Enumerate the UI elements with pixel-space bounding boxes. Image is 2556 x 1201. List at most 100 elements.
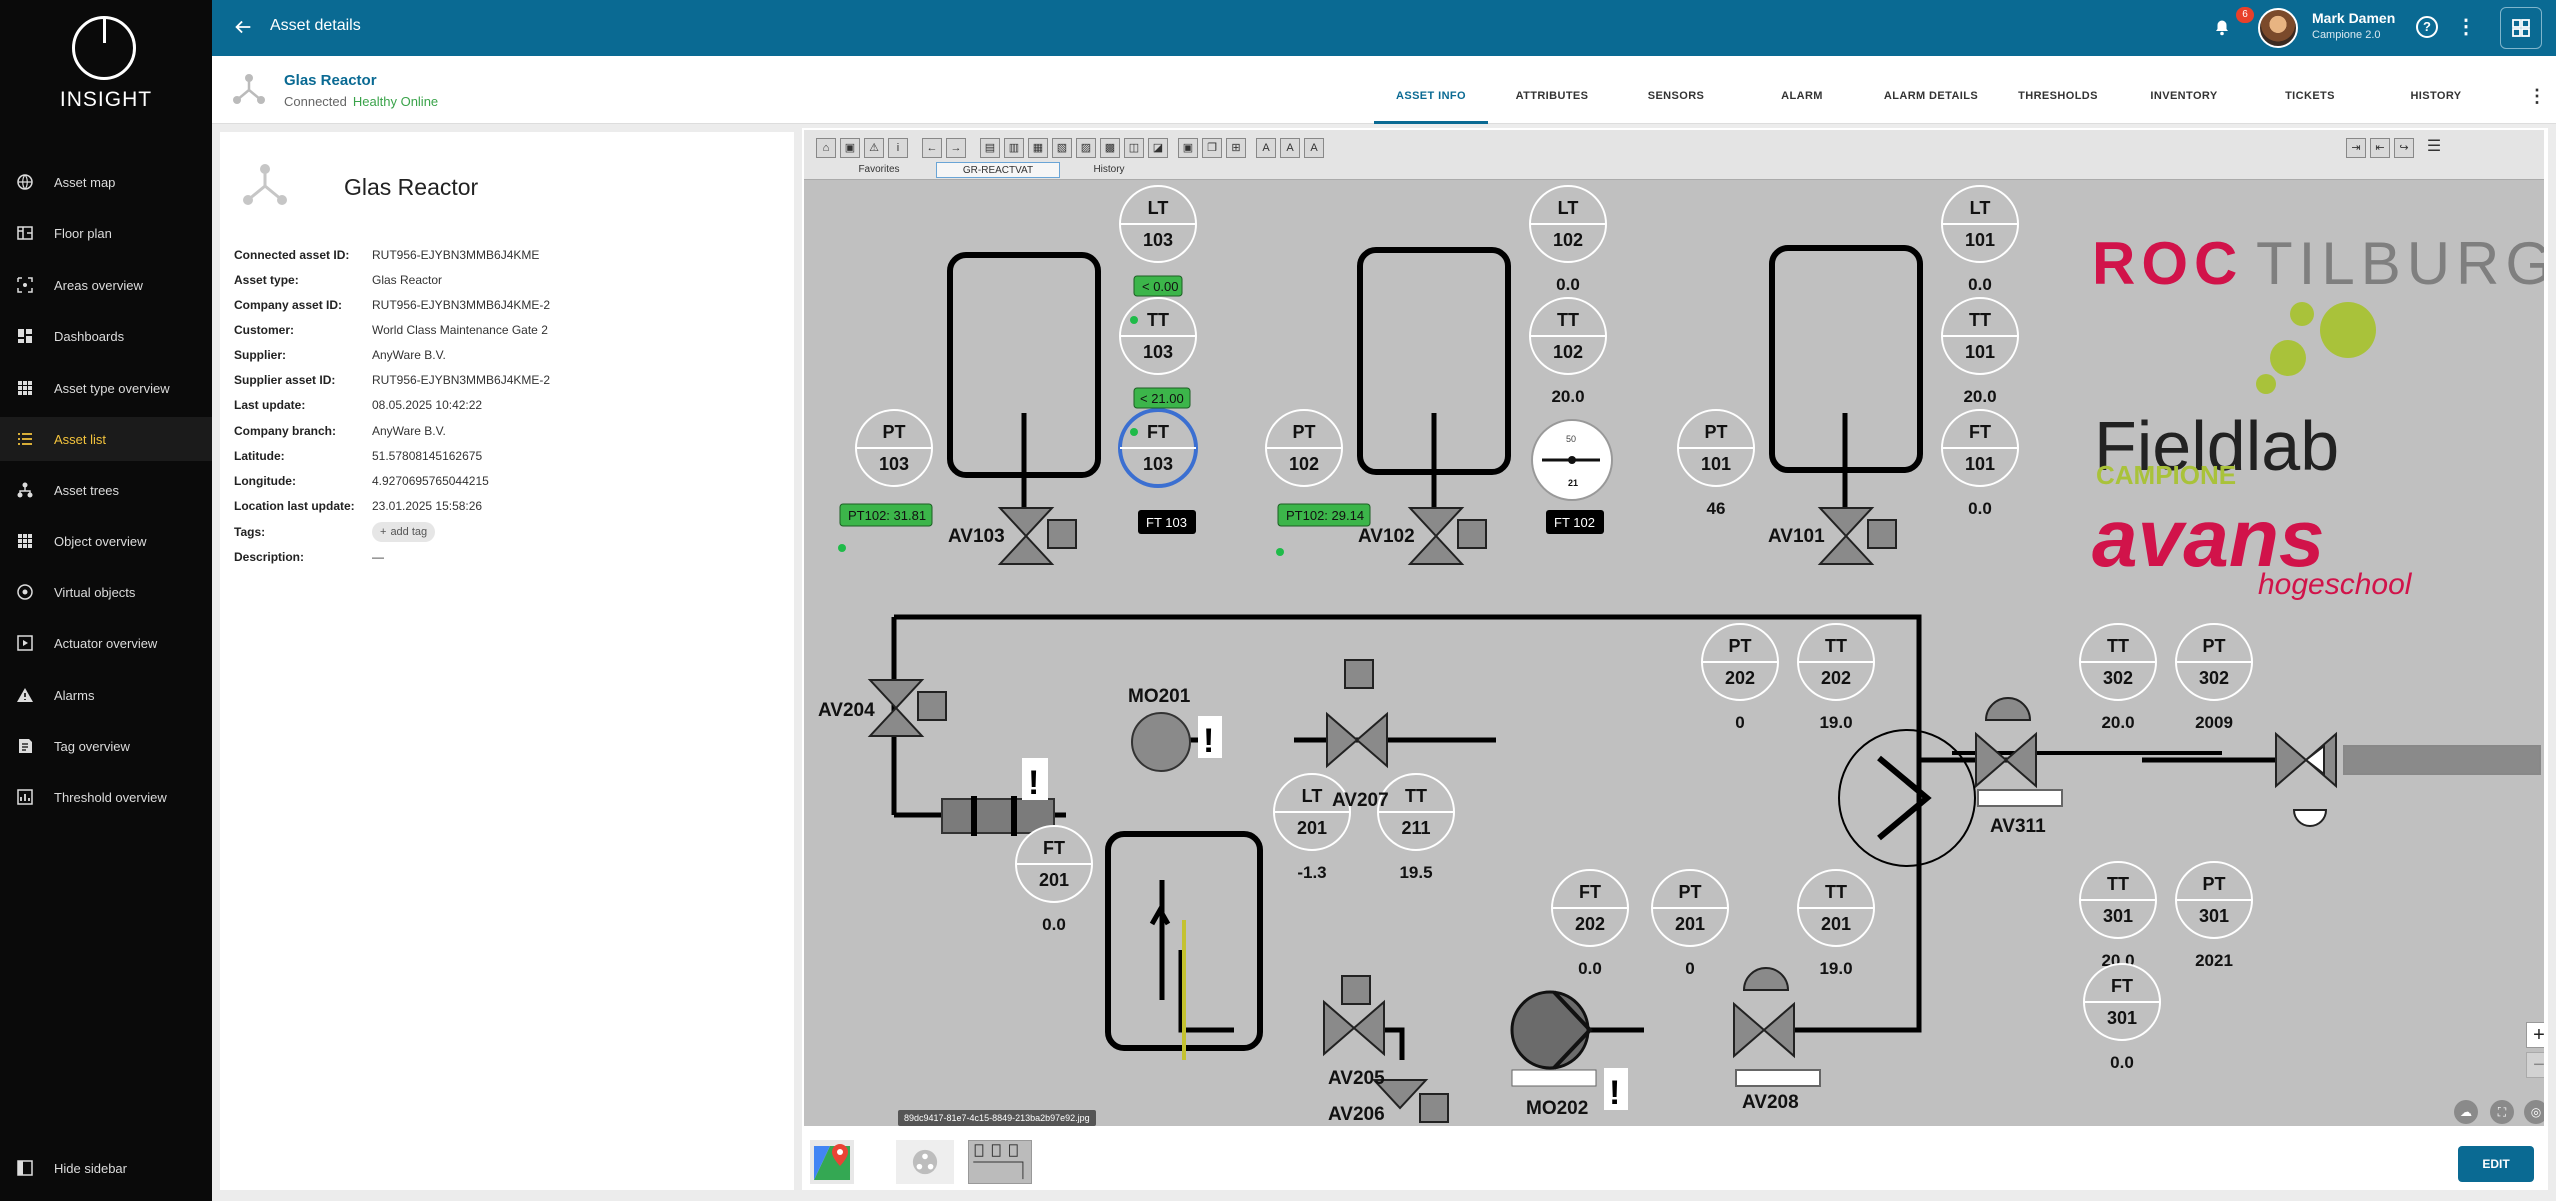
fullscreen-icon[interactable]: ⛶ (2490, 1100, 2514, 1124)
sidebar-item-asset-map[interactable]: Asset map (0, 160, 212, 204)
sidebar-item-asset-type-overview[interactable]: Asset type overview (0, 366, 212, 410)
edit-button[interactable]: EDIT (2458, 1146, 2534, 1182)
text-icon[interactable]: A (1280, 138, 1300, 158)
placeholder-thumbnail[interactable] (896, 1140, 954, 1184)
help-icon[interactable]: ? (2416, 16, 2438, 38)
tab-tickets[interactable]: TICKETS (2285, 90, 2335, 102)
page-icon[interactable]: ◫ (1124, 138, 1144, 158)
image-icon[interactable]: ▣ (840, 138, 860, 158)
app-logo[interactable]: INSIGHT (0, 14, 212, 114)
asset-name-link[interactable]: Glas Reactor (284, 72, 377, 89)
text-icon[interactable]: A (1304, 138, 1324, 158)
subtab-gr-reactvat[interactable]: GR-REACTVAT (936, 162, 1060, 178)
home-icon[interactable]: ⌂ (816, 138, 836, 158)
diagram-thumbnail[interactable] (968, 1140, 1032, 1184)
export-icon[interactable]: ⇥ (2346, 138, 2366, 158)
back-arrow-icon[interactable] (232, 16, 256, 40)
more-vert-icon[interactable]: ⋮ (2528, 86, 2546, 106)
arrow-right-icon[interactable]: → (946, 138, 966, 158)
hide-sidebar-button[interactable]: Hide sidebar (0, 1146, 212, 1190)
svg-text:hogeschool: hogeschool (2258, 568, 2413, 601)
sidebar-item-object-overview[interactable]: Object overview (0, 519, 212, 563)
sidebar-item-areas-overview[interactable]: Areas overview (0, 263, 212, 307)
locate-icon[interactable]: ◎ (2524, 1100, 2544, 1124)
subtab-history[interactable]: History (1093, 164, 1125, 175)
sidebar-item-dashboards[interactable]: Dashboards (0, 314, 212, 358)
instrument-number: 101 (1701, 454, 1731, 474)
zoom-in-button[interactable]: + (2526, 1022, 2544, 1048)
text-icon[interactable]: A (1256, 138, 1276, 158)
flow-tag (1138, 510, 1196, 534)
page-icon[interactable]: ▥ (1004, 138, 1024, 158)
copy-icon[interactable]: ❐ (1202, 138, 1222, 158)
instrument-value: 2021 (2195, 951, 2233, 970)
tab-asset-info[interactable]: ASSET INFO (1374, 76, 1488, 124)
page-icon[interactable]: ▤ (980, 138, 1000, 158)
apps-grid-button[interactable] (2500, 7, 2542, 49)
arrow-left-icon[interactable]: ← (922, 138, 942, 158)
sidebar-item-asset-list[interactable]: Asset list (0, 417, 212, 461)
sidebar-item-asset-trees[interactable]: Asset trees (0, 468, 212, 512)
grid-icon[interactable]: ⊞ (1226, 138, 1246, 158)
image-icon[interactable]: ▣ (1178, 138, 1198, 158)
add-tag-button[interactable]: +add tag (372, 522, 436, 542)
avatar[interactable] (2258, 8, 2298, 48)
tab-alarm-details[interactable]: ALARM DETAILS (1883, 90, 1979, 102)
page-icon[interactable]: ▧ (1052, 138, 1072, 158)
sidebar-item-floor-plan[interactable]: Floor plan (0, 211, 212, 255)
sidebar-item-virtual-objects[interactable]: Virtual objects (0, 570, 212, 614)
page-icon[interactable]: ◪ (1148, 138, 1168, 158)
page-icon[interactable]: ▦ (1028, 138, 1048, 158)
tab-history[interactable]: HISTORY (2410, 90, 2462, 102)
login-icon[interactable]: ↪ (2394, 138, 2414, 158)
flow-tag-text: FT 102 (1554, 515, 1595, 530)
zoom-out-button[interactable]: − (2526, 1052, 2544, 1078)
bell-icon[interactable] (2210, 14, 2236, 40)
warning-icon[interactable]: ⚠ (864, 138, 884, 158)
export-icon[interactable]: ⇤ (2370, 138, 2390, 158)
page-icon[interactable]: ▩ (1100, 138, 1120, 158)
sidebar-item-threshold-overview[interactable]: Threshold overview (0, 775, 212, 819)
maps-thumbnail[interactable] (810, 1140, 854, 1184)
menu-icon[interactable]: ☰ (2426, 138, 2442, 155)
info-icon[interactable]: i (888, 138, 908, 158)
instrument-type: PT (1728, 636, 1751, 656)
sidebar-item-actuator-overview[interactable]: Actuator overview (0, 621, 212, 665)
sidebar-item-alarms[interactable]: Alarms (0, 673, 212, 717)
page-icon[interactable]: ▨ (1076, 138, 1096, 158)
sidebar-item-tag-overview[interactable]: Tag overview (0, 724, 212, 768)
subtab-favorites[interactable]: Favorites (858, 164, 900, 175)
tab-thresholds[interactable]: THRESHOLDS (2018, 90, 2098, 102)
tab-alarm[interactable]: ALARM (1781, 90, 1823, 102)
more-vert-icon[interactable]: ⋮ (2456, 16, 2476, 38)
scada-viewer[interactable]: ⌂ ▣ ⚠ i ← → ▤ ▥ ▦ ▧ ▨ ▩ ◫ ◪ ▣ ❐ ⊞ A A A … (804, 130, 2544, 1126)
tab-attributes[interactable]: ATTRIBUTES (1515, 90, 1589, 102)
cloud-icon[interactable]: ☁ (2454, 1100, 2478, 1124)
tab-inventory[interactable]: INVENTORY (2150, 90, 2218, 102)
instrument-pt-102[interactable]: PT102 (1265, 409, 1343, 487)
tab-sensors[interactable]: SENSORS (1647, 90, 1705, 102)
